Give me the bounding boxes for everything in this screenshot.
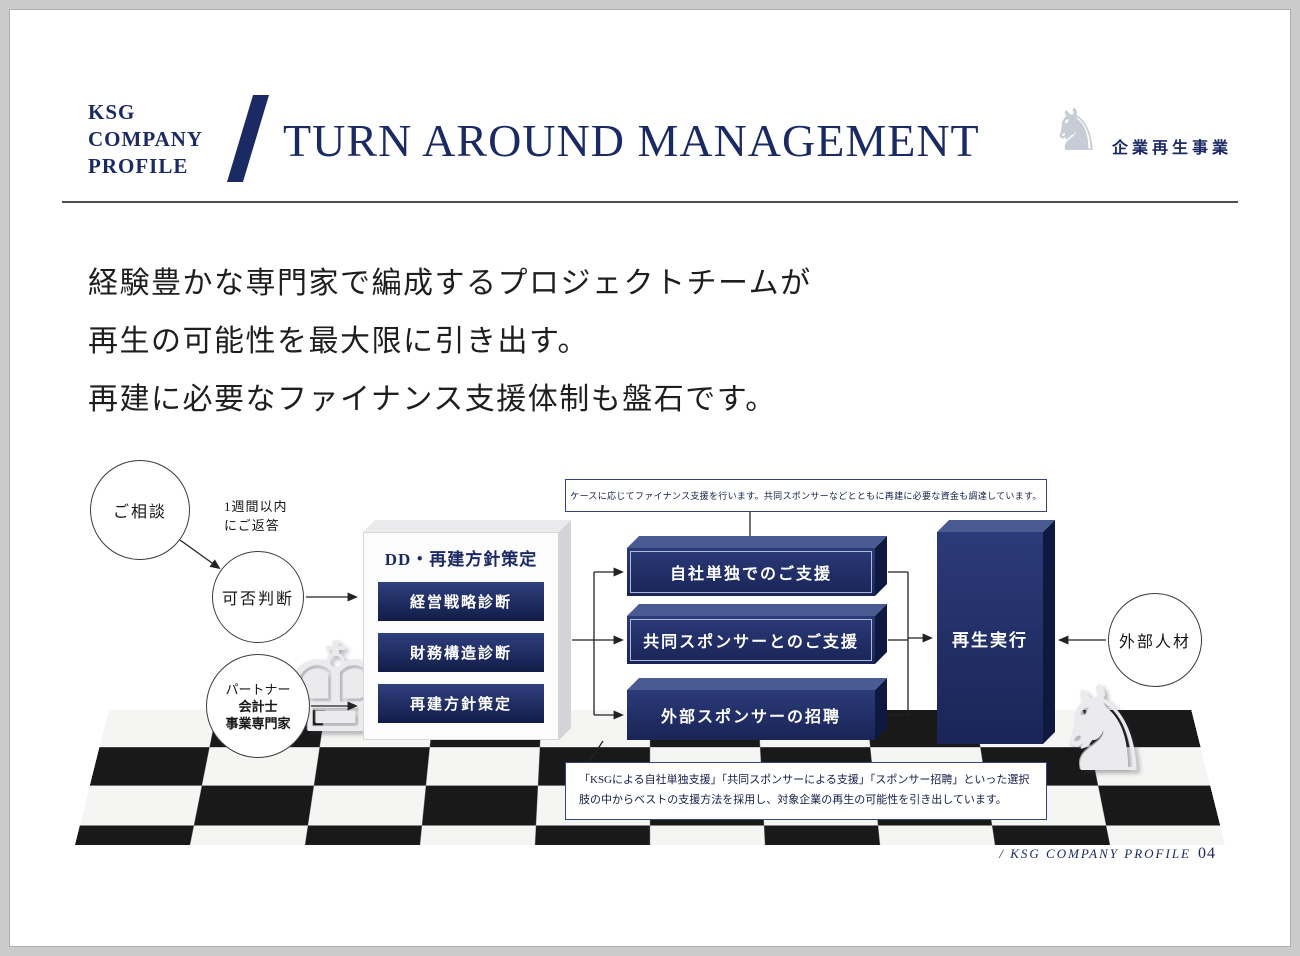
lead-text-line: 再建に必要なファイナンス支援体制も盤石です。 bbox=[88, 383, 777, 416]
judgement-circle: 可否判断 bbox=[212, 551, 304, 643]
partner-circle: パートナー 会計士 事業専門家 bbox=[206, 654, 310, 758]
dd-item: 経営戦略診断 bbox=[378, 582, 544, 621]
lead-text-line: 経験豊かな専門家で編成するプロジェクトチームが bbox=[88, 267, 812, 300]
judgement-label: 可否判断 bbox=[221, 591, 294, 608]
dd-item: 再建方針策定 bbox=[378, 684, 544, 723]
support-box-external-sponsor: 外部スポンサーの招聘 bbox=[627, 690, 875, 740]
support-box-cosponsor: 共同スポンサーとのご支援 bbox=[627, 616, 875, 664]
support-box-standalone: 自社単独でのご支援 bbox=[627, 548, 875, 596]
consultation-label: ご相談 bbox=[112, 504, 167, 521]
dd-policy-box: DD・再建方針策定 経営戦略診断 財務構造診断 再建方針策定 bbox=[363, 532, 559, 740]
section-tag: 企業再生事業 bbox=[1112, 140, 1233, 157]
support-method-note: 「KSGによる自社単独支援」「共同スポンサーによる支援」「スポンサー招聘」といっ… bbox=[565, 762, 1047, 820]
box-top-face bbox=[627, 536, 887, 548]
header-rule bbox=[62, 201, 1238, 203]
execution-box: 再生実行 bbox=[937, 532, 1043, 744]
logo-line: PROFILE bbox=[88, 154, 189, 178]
box-side-face bbox=[559, 520, 571, 740]
footer-label: / KSG COMPANY PROFILE bbox=[999, 846, 1191, 861]
page-footer: / KSG COMPANY PROFILE 04 bbox=[999, 845, 1216, 863]
dd-item: 財務構造診断 bbox=[378, 633, 544, 672]
box-top-face bbox=[363, 520, 571, 532]
box-top-face bbox=[627, 678, 887, 690]
box-side-face bbox=[875, 604, 887, 664]
external-talent-circle: 外部人材 bbox=[1108, 593, 1202, 687]
dd-box-title: DD・再建方針策定 bbox=[384, 550, 538, 569]
chess-knight-icon: ♞ bbox=[1050, 98, 1102, 163]
box-side-face bbox=[875, 678, 887, 740]
page-number: 04 bbox=[1198, 845, 1216, 862]
consultation-circle: ご相談 bbox=[90, 460, 190, 560]
finance-support-note: ケースに応じてファイナンス支援を行います。共同スポンサーなどとともに再建に必要な… bbox=[565, 479, 1047, 512]
box-side-face bbox=[1043, 520, 1055, 744]
company-logo: KSG COMPANY PROFILE bbox=[88, 99, 203, 180]
box-top-face bbox=[627, 604, 887, 616]
box-top-face bbox=[937, 520, 1055, 532]
reply-time-note: 1週間以内 にご返答 bbox=[224, 499, 288, 533]
lead-text-line: 再生の可能性を最大限に引き出す。 bbox=[88, 325, 589, 358]
logo-line: KSG bbox=[88, 100, 136, 124]
box-side-face bbox=[875, 536, 887, 596]
page-title: TURN AROUND MANAGEMENT bbox=[283, 115, 980, 166]
chess-knight-piece: ♞ bbox=[1050, 665, 1156, 796]
logo-line: COMPANY bbox=[88, 127, 204, 151]
external-talent-label: 外部人材 bbox=[1118, 634, 1191, 651]
